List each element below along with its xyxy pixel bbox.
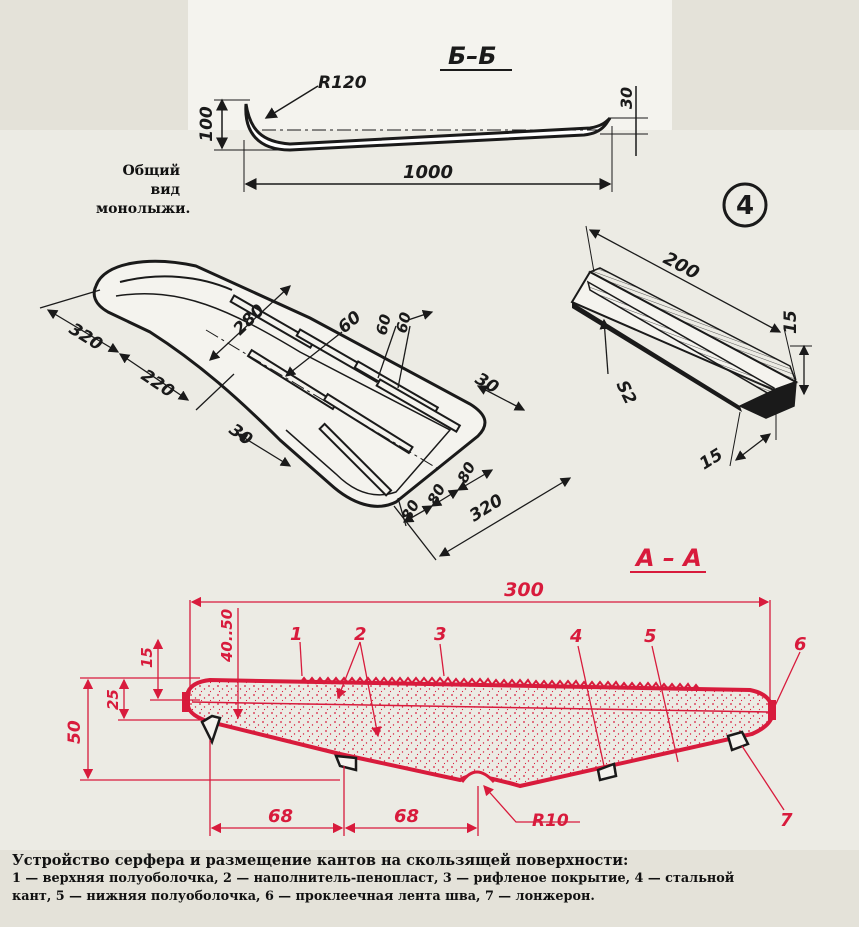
dim-68-b-label: 68 (394, 806, 419, 827)
dim-40-50-label: 40..50 (218, 609, 236, 663)
dim-15-label: 15 (138, 647, 156, 668)
figure-caption: Устройство серфера и размещение кантов н… (12, 852, 852, 906)
thickness-leader (599, 318, 610, 375)
radius-r10-label: R10 (532, 811, 569, 831)
callout-5: 5 (644, 626, 657, 647)
general-view-title-line1: Общий (122, 163, 180, 179)
callout-4: 4 (569, 626, 583, 647)
section-aa: А – А (65, 544, 807, 836)
caption-line-2: 1 — верхняя полуоболочка, 2 — наполнител… (12, 871, 735, 886)
seam-tape (182, 692, 190, 712)
dim-15-horiz-line (734, 433, 772, 461)
bottom-groove (460, 770, 496, 784)
seam-line (191, 701, 769, 713)
section-bb: 100 R120 Б–Б 30 1000 (197, 42, 648, 192)
callout-3: 3 (434, 624, 447, 645)
dim-100-label: 100 (197, 106, 217, 142)
dim-25-label: 25 (104, 689, 122, 710)
callout-1: 1 (290, 624, 303, 645)
dim-60b-label: 60 (392, 310, 415, 335)
general-view-title-line3: монолыжи. (96, 201, 191, 217)
dim-200-ext-b (783, 327, 797, 381)
ski-profile (244, 103, 612, 152)
section-aa-title: А – А (634, 544, 702, 572)
section-bb-title: Б–Б (448, 42, 497, 70)
angle-end-face (738, 380, 797, 419)
figure-number-badge: 4 (722, 182, 768, 228)
dim-30-label: 30 (617, 87, 636, 109)
board-inner-edge (115, 293, 452, 496)
dim-200-line (588, 229, 782, 333)
seam-tape-right (768, 700, 776, 720)
general-view-title-line2: вид (150, 182, 180, 198)
dim-1000-label: 1000 (403, 162, 453, 183)
general-view-title: Общий вид монолыжи. (96, 162, 191, 219)
caption-line-1: Устройство серфера и размещение кантов н… (12, 852, 629, 869)
dim-60a-label: 60 (372, 312, 395, 337)
dim-68-a-label: 68 (268, 806, 293, 827)
section-aa-dims (80, 596, 801, 836)
figure-number-label: 4 (736, 191, 754, 221)
dim-15-ext-a (729, 411, 741, 467)
callout-7: 7 (780, 810, 793, 831)
angle-profile: 200 15 15 S2 (570, 225, 812, 474)
dim-50-label: 50 (65, 720, 85, 744)
dim-200-ext-a (585, 225, 595, 273)
callout-2: 2 (354, 624, 367, 645)
steel-edges (200, 714, 750, 782)
dim-15-vert-label: 15 (781, 310, 801, 334)
caption-line-3: кант, 5 — нижняя полуоболочка, 6 — прокл… (12, 889, 595, 904)
radius-r120-label: R120 (318, 73, 367, 93)
radius-leader (264, 85, 319, 119)
dim-300-label: 300 (504, 579, 544, 601)
callout-6: 6 (794, 634, 807, 655)
general-view-dims (39, 285, 572, 561)
board-outline (92, 259, 487, 508)
